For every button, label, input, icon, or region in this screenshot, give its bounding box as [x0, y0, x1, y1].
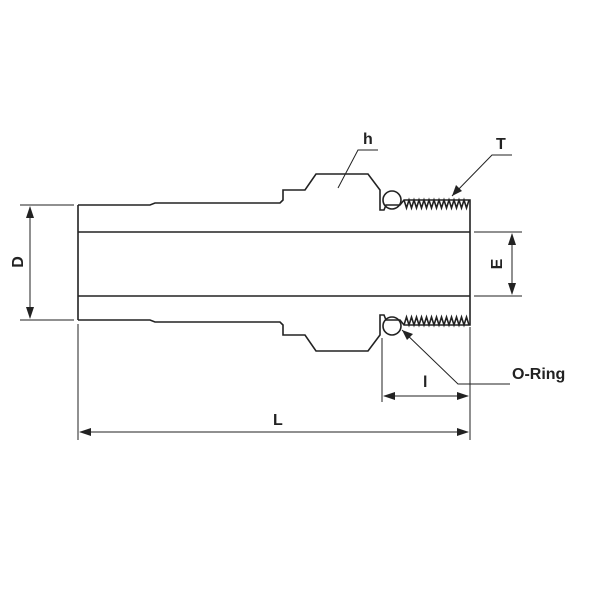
d-label: D [10, 256, 27, 268]
o-ring-leader-line [401, 329, 510, 385]
o-ring-top [382, 190, 402, 210]
thread-tooth-path [403, 197, 470, 211]
e-label: E [489, 258, 506, 269]
h-leader-line [337, 149, 378, 189]
lower-body-outline [78, 314, 471, 352]
e-arrow-bottom [508, 283, 516, 295]
h-label: h [363, 131, 373, 148]
thread-teeth-top [403, 197, 470, 211]
l-small-arrow-left [383, 392, 395, 400]
t-label: T [496, 136, 506, 153]
l-big-arrow-right [457, 428, 469, 436]
thread-tooth-path [403, 314, 470, 328]
o-ring-label: O-Ring [512, 366, 565, 383]
o-ring-leader-arrow [402, 330, 413, 340]
t-leader-arrow [452, 185, 462, 196]
d-arrow-top [26, 206, 34, 218]
l-small-arrow-right [457, 392, 469, 400]
l-small-label: l [423, 374, 427, 391]
upper-body-outline [78, 173, 471, 211]
e-arrow-top [508, 233, 516, 245]
l-big-label: L [273, 412, 283, 429]
d-arrow-bottom [26, 307, 34, 319]
thread-teeth-bottom [403, 314, 470, 328]
t-leader-line [451, 154, 512, 197]
l-big-arrow-left [79, 428, 91, 436]
o-ring-bottom [382, 316, 402, 336]
